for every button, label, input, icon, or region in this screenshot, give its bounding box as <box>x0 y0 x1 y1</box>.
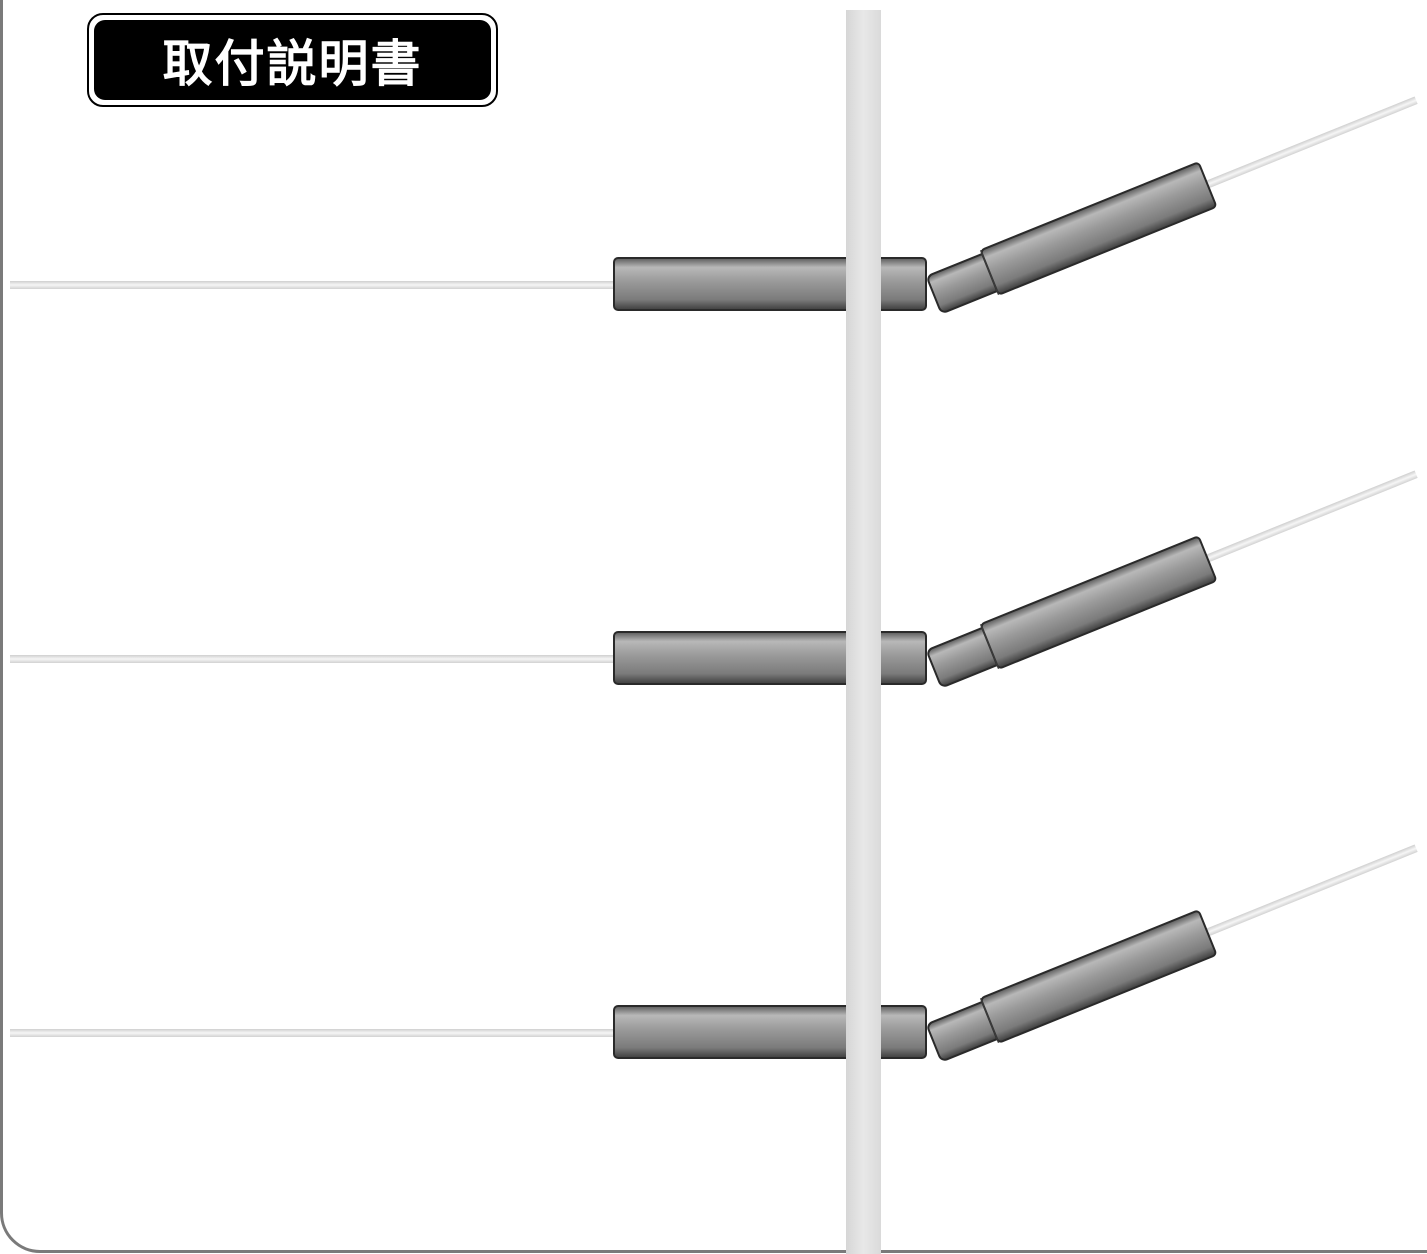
page-title: 取付説明書 <box>162 35 423 93</box>
fitting-row-2 <box>9 450 1427 693</box>
tensioner-fitting-icon <box>9 76 1427 319</box>
tensioner-fitting-icon <box>9 450 1427 693</box>
post-icon <box>846 10 881 1254</box>
title-badge-inner: 取付説明書 <box>94 20 491 100</box>
tensioner-fitting-icon <box>9 824 1427 1067</box>
fitting-row-3 <box>9 824 1427 1067</box>
fitting-row-1 <box>9 76 1427 319</box>
title-badge: 取付説明書 <box>87 13 498 107</box>
